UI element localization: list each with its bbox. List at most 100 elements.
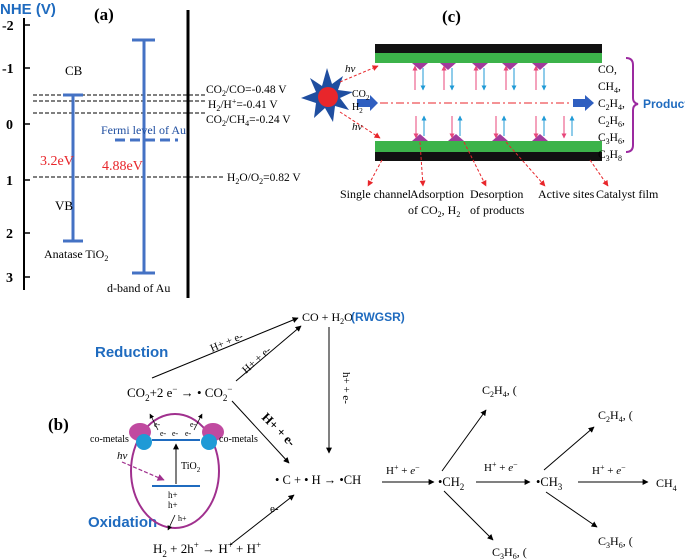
product-c2h4: C2H4, [598, 98, 625, 112]
electron-mark: e- [185, 429, 192, 438]
product-c2h6: C2H6, [598, 115, 625, 129]
inlet-arrow-icon [370, 95, 378, 111]
potential-label-co2-ch4: CO2/CH4=-0.24 V [206, 114, 291, 128]
arrow-ch2-to-c3h6 [443, 490, 494, 541]
species-ch2: •CH2 [438, 475, 464, 492]
tick-label: 2 [6, 227, 13, 242]
hole-label: h+ + e- [340, 372, 352, 404]
potential-label-h2o-o2: H2O/O2=0.82 V [227, 172, 301, 186]
step-label-3: H+ + e- [259, 410, 299, 450]
product-c3h6: C3H6, [598, 132, 625, 146]
label-catalyst-film: Catalyst film [596, 187, 659, 201]
arrow-ch2-to-c2h4 [441, 409, 487, 472]
panel-b: (b) Reduction Oxidation CO2+2 e− → • CO2… [48, 310, 677, 559]
active-site [532, 63, 548, 70]
co-metals-label-right: co-metals [219, 434, 258, 445]
label-single-channel: Single channel [340, 187, 412, 201]
active-site [440, 63, 456, 70]
electron-mark: e- [172, 429, 179, 438]
tio2-label: TiO2 [181, 461, 201, 474]
inlet-arrow-body [357, 99, 370, 107]
potential-label-h2: H2/H+=-0.41 V [208, 97, 278, 113]
catalyst-film-bottom [375, 141, 602, 152]
oxidation-equation: H2 + 2h+ → H+ + H+ [153, 540, 261, 559]
active-site [412, 134, 428, 141]
step-label-5: H+ + e− [484, 460, 518, 474]
species-c3h6-a: C3H6, ( [492, 545, 527, 559]
outlet-arrow-body [573, 99, 585, 107]
input-h2: H2 [352, 102, 363, 115]
panel-a: NHE (V) (a) -2 -1 0 1 2 3 CO2/CO=-0.48 V… [0, 1, 301, 298]
label-active-sites: Active sites [538, 187, 595, 201]
panel-a-label: (a) [94, 5, 114, 24]
species-ch3: •CH3 [536, 475, 563, 492]
photocatalyst-particle: co-metals co-metals e- e- e- e- e- h+ h+… [90, 413, 258, 531]
tio2-vb-label: VB [55, 198, 73, 213]
arrow-to-rwgsr-2 [235, 325, 302, 382]
tick-label: 1 [6, 174, 13, 189]
product-c3h8: C3H8 [598, 149, 622, 163]
hv-label: hv [117, 450, 128, 462]
arrow-h2-to-h [229, 494, 295, 546]
potential-label-co2-co: CO2/CO=-0.48 V [206, 84, 287, 98]
pointer-single-channel [367, 159, 383, 187]
label-desorption-line2: of products [470, 203, 525, 217]
arrow-ch3-to-c3h6 [545, 491, 598, 528]
outlet-arrow-icon [585, 95, 594, 111]
step-label-4: H+ + e− [386, 463, 420, 477]
catalyst-film-top [375, 53, 602, 63]
active-site [532, 134, 548, 141]
hole-transfer [167, 514, 176, 531]
arrow-ch3-to-c2h4 [543, 426, 595, 471]
tio2-particle-outline [130, 413, 220, 529]
light-label-top: hv [345, 63, 356, 75]
active-site [502, 63, 518, 70]
tio2-gap-label: 3.2eV [40, 154, 74, 169]
pointer-adsorption [419, 141, 426, 187]
species-ch4: CH4 [656, 476, 677, 493]
reduction-title: Reduction [95, 344, 168, 361]
active-site [472, 63, 488, 70]
product-co: CO, [598, 64, 617, 76]
active-site [448, 134, 464, 141]
co-metal-left-blue [136, 434, 152, 450]
channel-wall-bottom [375, 152, 602, 161]
panel-b-label: (b) [48, 415, 69, 434]
electron-label: e- [270, 503, 279, 515]
step-label-6: H+ + e− [592, 463, 626, 477]
pointer-desorption [463, 141, 487, 187]
hole-mark: h+ [168, 490, 178, 500]
input-co2: CO2 [352, 89, 370, 102]
co-metal-right-blue [201, 434, 217, 450]
product-ch4: CH4, [598, 81, 621, 95]
active-sites-top [412, 63, 548, 70]
oxidation-title: Oxidation [88, 514, 157, 531]
tick-label: -2 [2, 19, 14, 34]
light-absorption-arrow [121, 461, 165, 481]
species-c3h6-b: C3H6, ( [598, 534, 633, 550]
tick-label: -1 [2, 62, 14, 77]
au-fermi-label: Fermi level of Au [101, 123, 186, 137]
species-c-h: • C + • H → •CH [275, 473, 361, 487]
light-label-bottom: hv [352, 121, 363, 133]
tick-label: 3 [6, 271, 13, 286]
electron-mark: e- [160, 429, 167, 438]
species-c2h4-a: C2H4, ( [482, 383, 517, 399]
arrow-co2-to-c [231, 400, 290, 464]
label-desorption: Desorption [470, 187, 523, 201]
tio2-cb-label: CB [65, 63, 83, 78]
panel-c-label: (c) [442, 7, 461, 26]
panel-c: (c) [301, 7, 685, 219]
step-label-2: H+ + e- [240, 344, 274, 376]
sun-core [318, 87, 338, 107]
electron-transfer-left [149, 413, 159, 431]
label-adsorption-line2: of CO2, H2 [408, 203, 460, 219]
step-label-1: H+ + e- [208, 330, 245, 355]
arrow-to-rwgsr-1 [151, 317, 299, 379]
au-gap-label: 4.88eV [102, 159, 143, 174]
channel-wall-top [375, 44, 602, 53]
pointer-catalyst-film [589, 159, 609, 187]
active-sites-bottom [412, 134, 548, 141]
au-name: d-band of Au [107, 281, 170, 295]
active-site [492, 134, 508, 141]
